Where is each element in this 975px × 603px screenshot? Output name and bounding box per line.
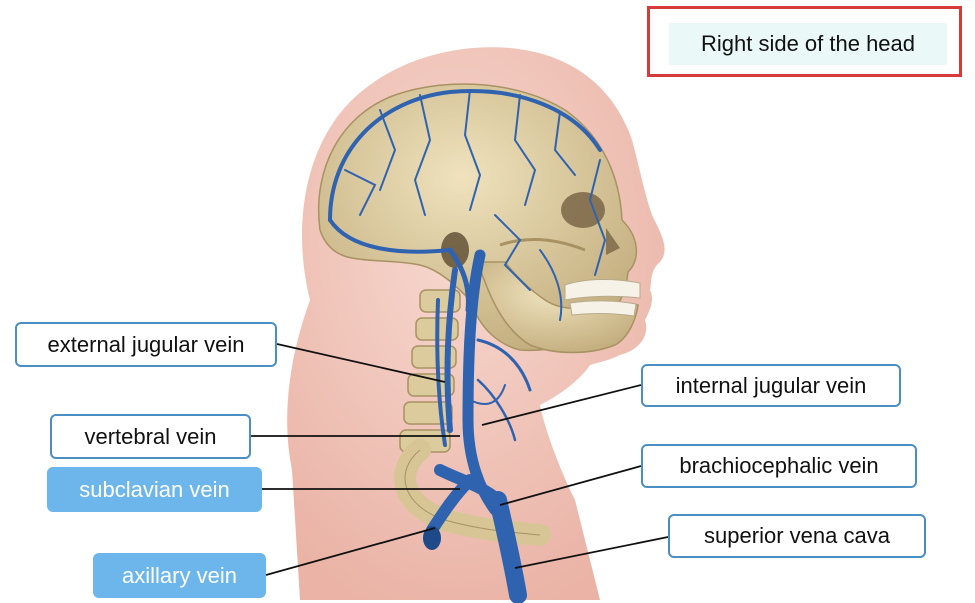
leader-superior-vena-cava (514, 536, 669, 569)
leader-lines (251, 343, 669, 576)
upper-teeth (564, 278, 641, 301)
leader-brachiocephalic (499, 465, 642, 506)
diagram-title: Right side of the head (669, 23, 947, 65)
label-axillary-vein: axillary vein (93, 553, 266, 598)
label-internal-jugular-vein: internal jugular vein (641, 364, 901, 407)
mandible (476, 261, 639, 354)
label-external-jugular-vein: external jugular vein (15, 322, 277, 367)
cheekbone (499, 238, 586, 252)
leader-axillary (265, 527, 436, 576)
label-superior-vena-cava: superior vena cava (668, 514, 926, 558)
nasal-cavity (606, 228, 620, 255)
neck-veins (426, 249, 532, 603)
title-frame (647, 6, 962, 77)
label-vertebral-vein: vertebral vein (50, 414, 251, 459)
label-subclavian-vein: subclavian vein (47, 467, 262, 512)
lower-teeth (569, 300, 637, 317)
leader-external-jugular (276, 343, 446, 383)
ear-opening (441, 232, 469, 268)
eye-socket (561, 192, 605, 228)
label-brachiocephalic-vein: brachiocephalic vein (641, 444, 917, 488)
axillary-vein-end (423, 526, 441, 550)
leader-internal-jugular (481, 384, 642, 426)
